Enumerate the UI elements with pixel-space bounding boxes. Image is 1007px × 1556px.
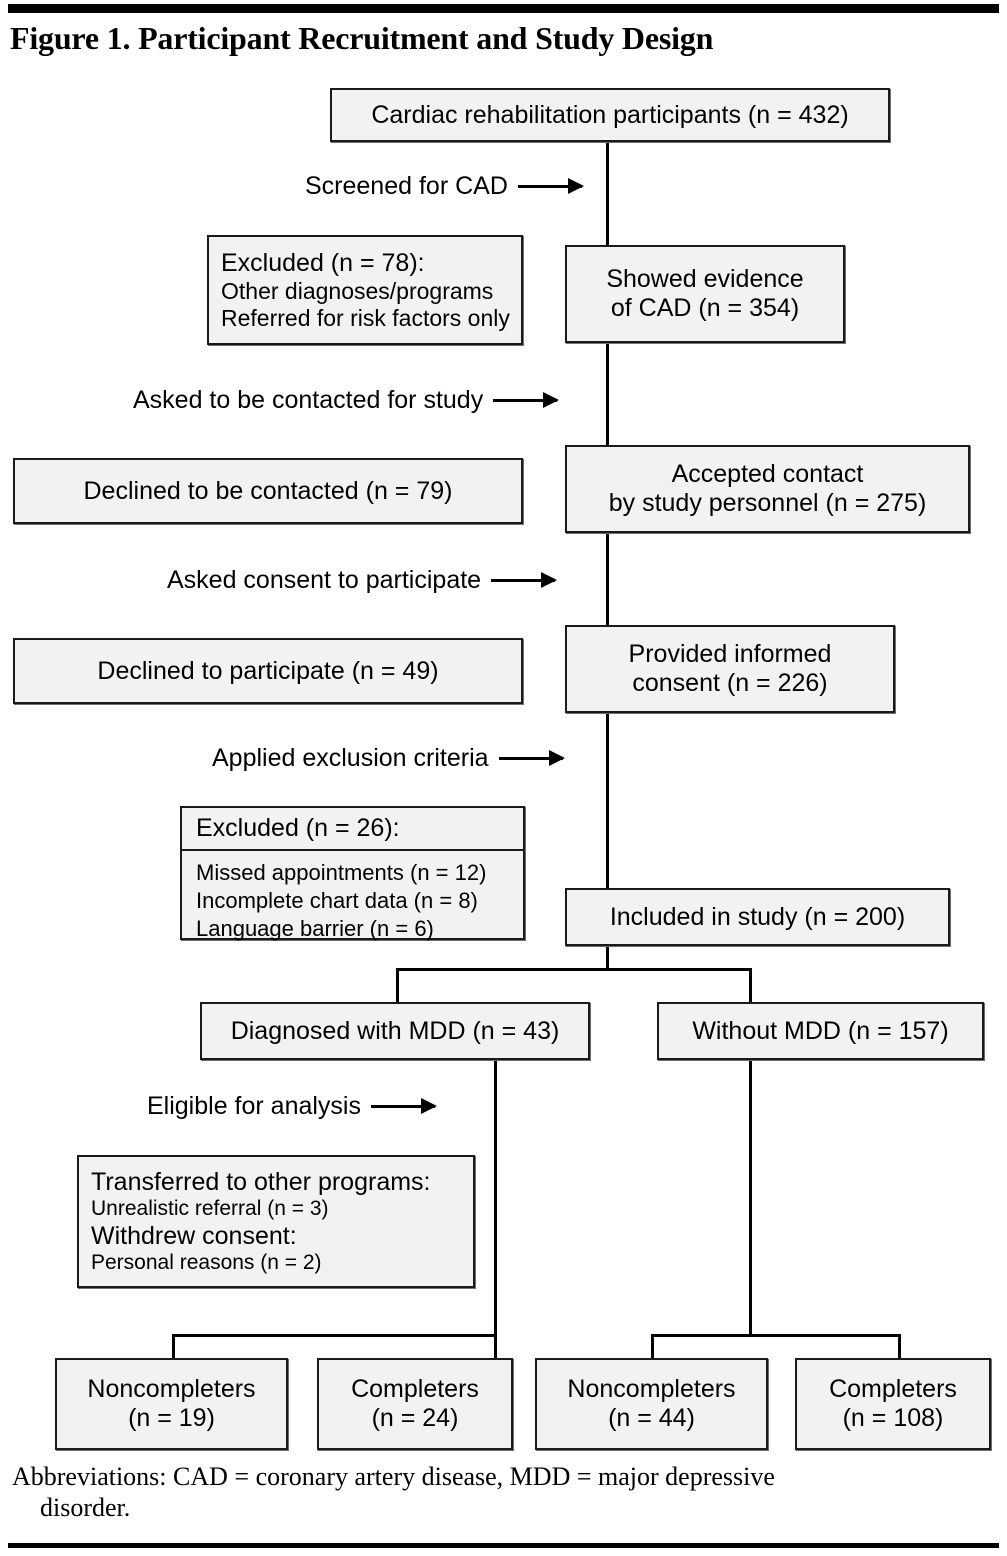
connector-mdd-down [494,1060,497,1336]
connector-split-right-nomdd [749,968,752,1002]
node-line: (n = 19) [128,1404,215,1432]
node-line: Excluded (n = 78): [221,248,425,277]
node-line: Diagnosed with MDD (n = 43) [230,1016,560,1045]
node-without-mdd[interactable]: Without MDD (n = 157) [657,1002,984,1060]
connector-included-down [606,946,609,970]
connector-nomdd-down [749,1060,752,1336]
arrow-icon [371,1098,437,1114]
node-showed-evidence-cad[interactable]: Showed evidence of CAD (n = 354) [565,245,845,343]
arrow-icon [517,178,584,194]
connector-mdd-completers [494,1334,497,1358]
node-line: Unrealistic referral (n = 3) [91,1197,329,1221]
edge-label-asked-contact: Asked to be contacted for study [133,386,560,415]
edge-label-text: Eligible for analysis [147,1092,361,1120]
node-line: Other diagnoses/programs [221,277,494,304]
node-line: Accepted contact [671,460,864,488]
edge-label-screened-for-cad: Screened for CAD [305,172,584,201]
node-body: Missed appointments (n = 12) Incomplete … [182,851,523,951]
node-included-in-study[interactable]: Included in study (n = 200) [565,888,950,946]
connector-accepted-to-consent [606,528,609,638]
arrow-icon [491,572,558,588]
node-line: Without MDD (n = 157) [692,1016,949,1045]
footnote-main: Abbreviations: CAD = coronary artery dis… [12,1462,775,1491]
edge-label-text: Asked to be contacted for study [133,386,484,414]
arrow-icon [493,392,560,408]
connector-nomdd-completers [898,1334,901,1358]
node-line: by study personnel (n = 275) [608,489,927,517]
node-line: consent (n = 226) [632,669,828,697]
connector-split-bar-mdd [396,968,752,971]
node-line: Transferred to other programs: [91,1168,431,1197]
node-line: (n = 24) [371,1404,459,1432]
node-accepted-contact[interactable]: Accepted contact by study personnel (n =… [565,445,970,533]
edge-label-text: Screened for CAD [305,172,508,200]
node-cardiac-rehab-participants[interactable]: Cardiac rehabilitation participants (n =… [330,88,890,142]
arrow-icon [498,750,565,766]
node-line: Declined to participate (n = 49) [97,656,439,685]
node-line: Withdrew consent: [91,1221,297,1250]
figure-title: Figure 1. Participant Recruitment and St… [10,20,714,56]
bottom-rule [8,1543,999,1548]
node-line: Showed evidence [606,265,804,293]
node-line: of CAD (n = 354) [610,294,800,322]
node-mdd-noncompleters[interactable]: Noncompleters (n = 19) [55,1358,288,1450]
node-line: Completers [829,1375,957,1403]
node-declined-contact[interactable]: Declined to be contacted (n = 79) [13,458,523,524]
edge-label-text: Applied exclusion criteria [212,744,489,772]
node-mdd-completers[interactable]: Completers (n = 24) [317,1358,513,1450]
node-line: (n = 108) [842,1404,944,1432]
node-diagnosed-mdd[interactable]: Diagnosed with MDD (n = 43) [200,1002,590,1060]
node-line: Declined to be contacted (n = 79) [83,476,453,505]
edge-label-eligible-analysis: Eligible for analysis [147,1092,437,1121]
node-nomdd-completers[interactable]: Completers (n = 108) [795,1358,991,1450]
node-line: Personal reasons (n = 2) [91,1250,322,1274]
node-line: Language barrier (n = 6) [196,916,434,942]
node-excluded-78[interactable]: Excluded (n = 78): Other diagnoses/progr… [207,235,523,345]
node-line: Cardiac rehabilitation participants (n =… [371,100,849,129]
edge-label-text: Asked consent to participate [167,566,482,594]
top-rule [8,4,999,13]
node-line: (n = 44) [608,1404,695,1432]
node-line: Provided informed [628,640,832,668]
connector-nomdd-noncompleters [651,1334,654,1358]
node-line: Included in study (n = 200) [609,902,906,931]
node-line: Noncompleters [87,1375,256,1403]
figure-footnote: Abbreviations: CAD = coronary artery dis… [12,1462,987,1523]
node-line: Missed appointments (n = 12) [196,860,487,885]
node-excluded-26[interactable]: Excluded (n = 26): Missed appointments (… [180,806,525,941]
node-provided-consent[interactable]: Provided informed consent (n = 226) [565,625,895,713]
connector-total-to-cad [606,140,609,248]
node-nomdd-noncompleters[interactable]: Noncompleters (n = 44) [535,1358,768,1450]
node-line: Noncompleters [567,1375,736,1403]
edge-label-asked-consent: Asked consent to participate [167,566,558,595]
connector-consent-to-included [606,704,609,890]
node-line: Completers [351,1375,479,1403]
node-header: Excluded (n = 26): [182,808,523,851]
node-line: Referred for risk factors only [221,304,510,331]
footnote-continued: disorder. [40,1492,131,1522]
connector-mdd-noncompleters [172,1334,175,1358]
node-declined-participate[interactable]: Declined to participate (n = 49) [13,638,523,704]
connector-nomdd-split-bar [651,1334,901,1337]
edge-label-applied-exclusion: Applied exclusion criteria [212,744,565,773]
node-line: Incomplete chart data (n = 8) [196,888,478,914]
connector-cad-to-accepted [606,340,609,448]
node-attrition-note[interactable]: Transferred to other programs: Unrealist… [77,1155,475,1288]
connector-split-left-mdd [396,968,399,1002]
connector-mdd-split-bar [172,1334,497,1337]
